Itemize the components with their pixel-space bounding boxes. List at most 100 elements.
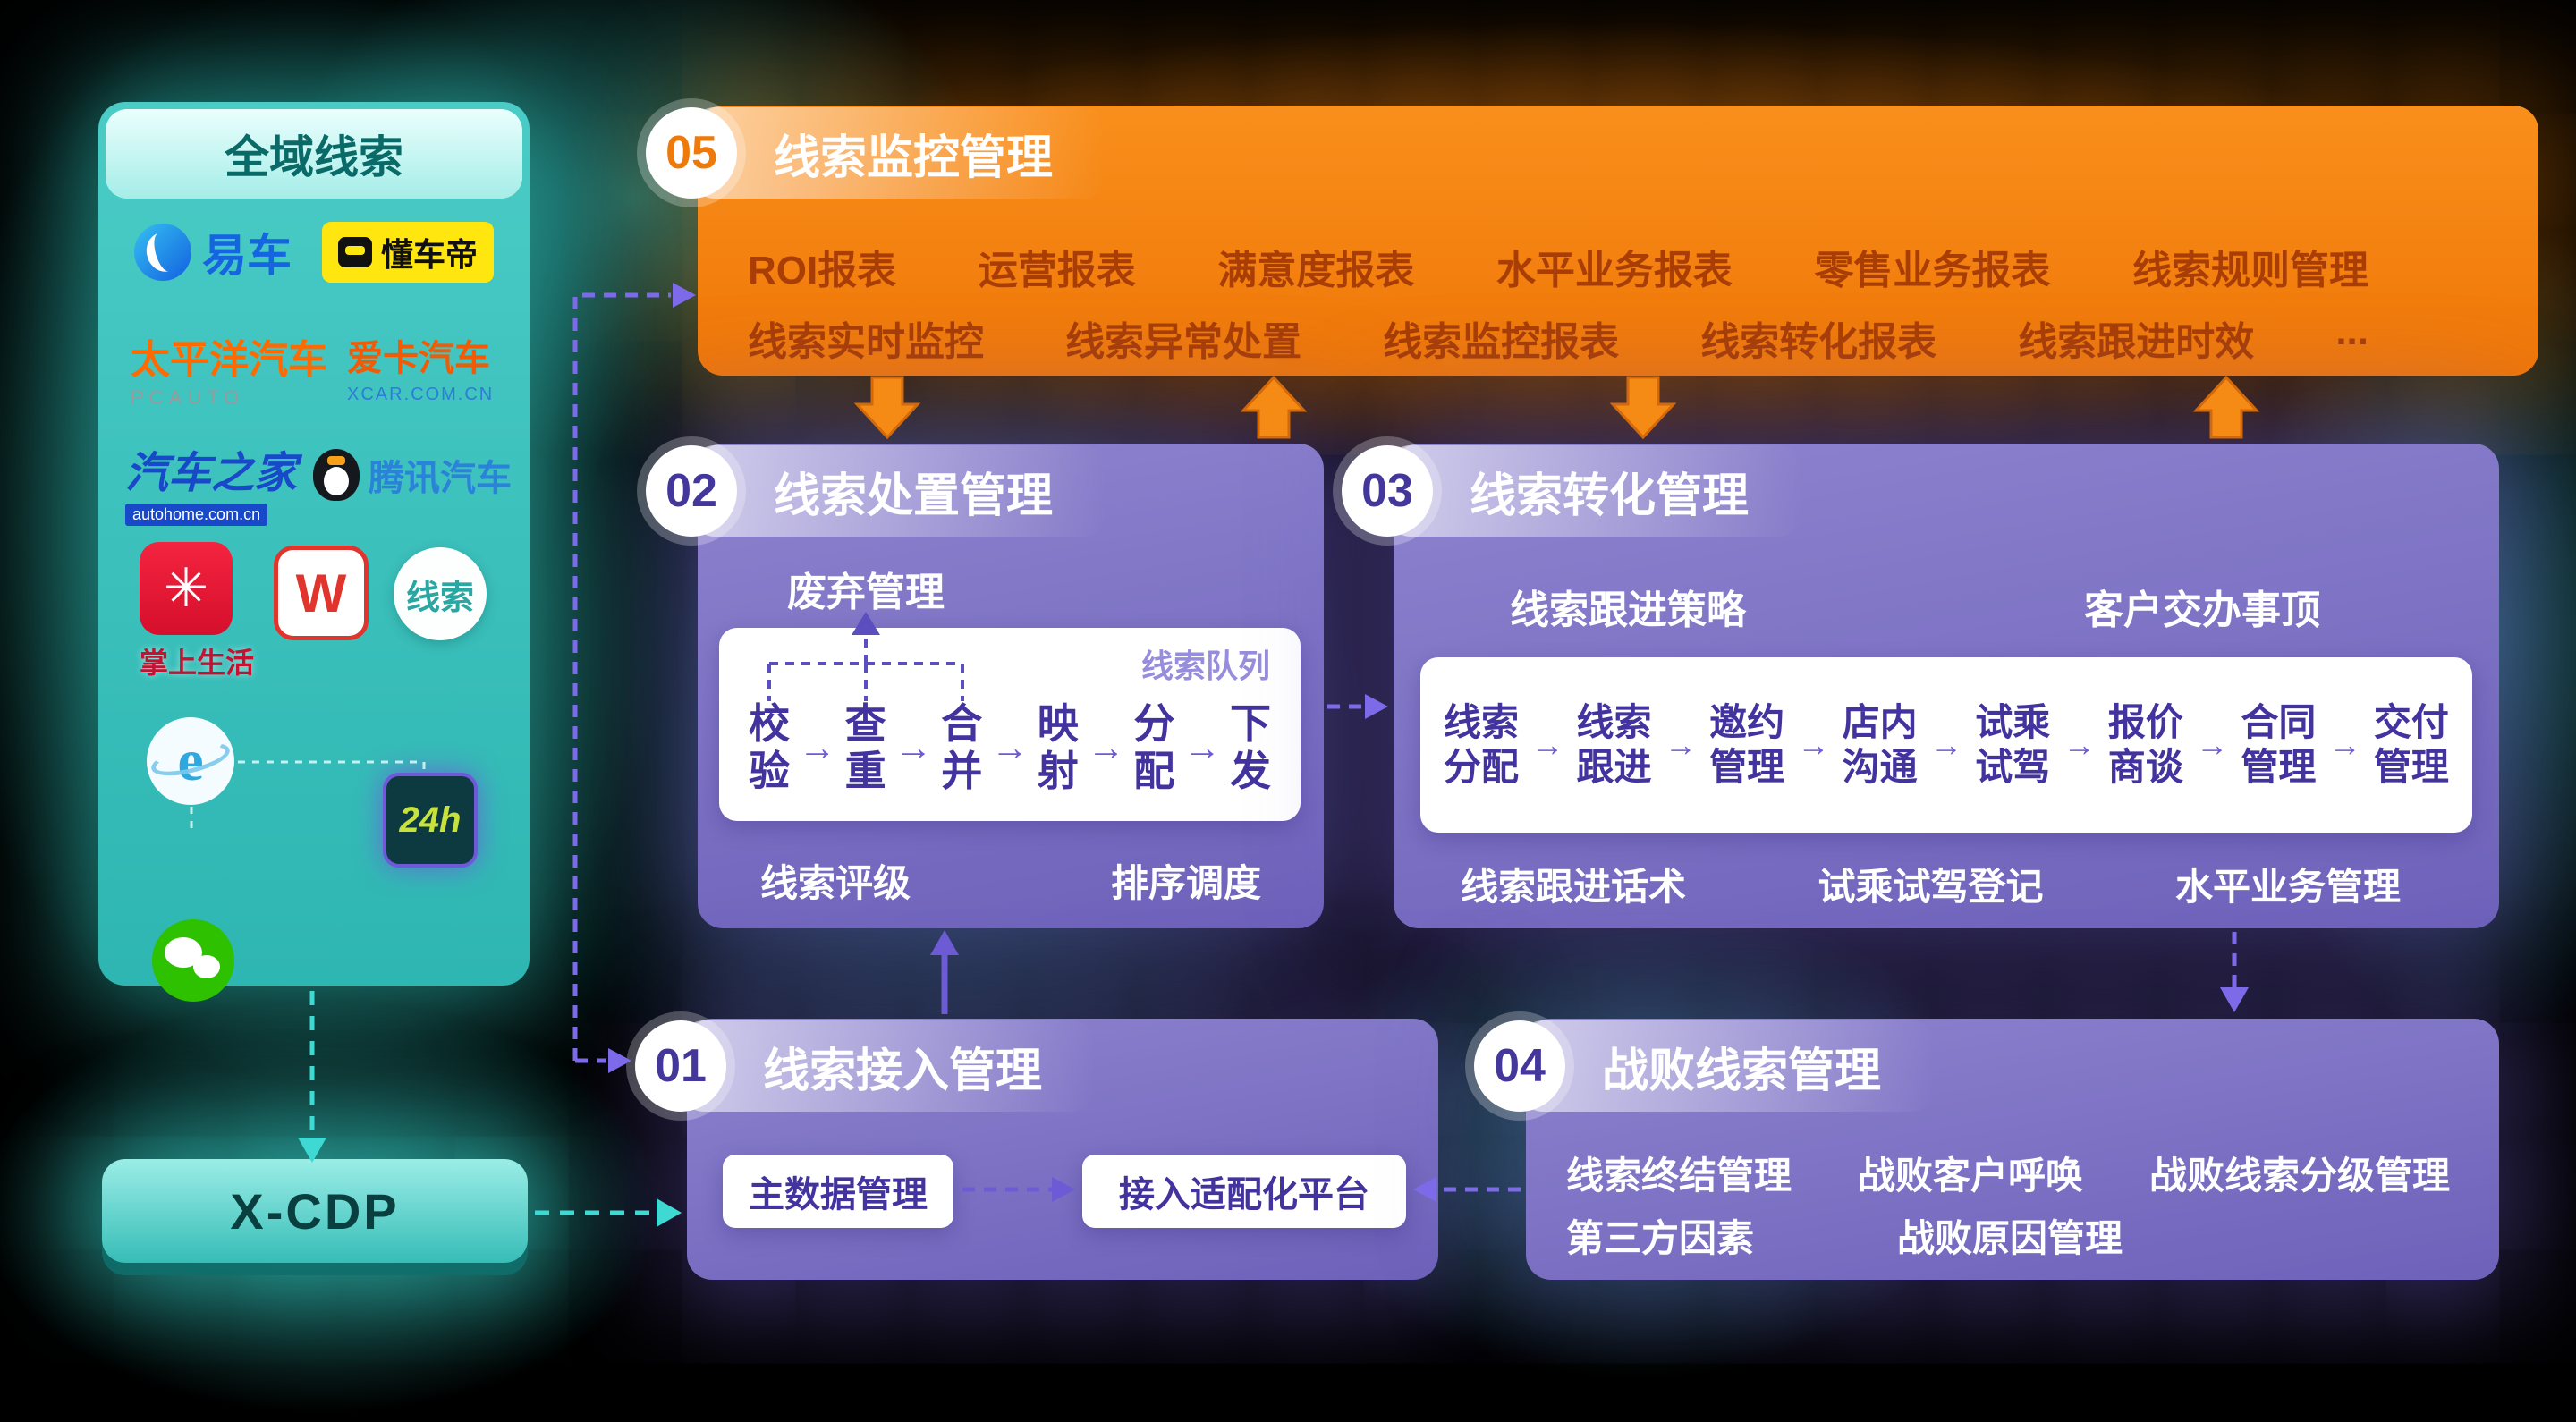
- 24h-hotline-icon: 24h: [383, 773, 478, 868]
- car-icon: [337, 237, 372, 267]
- arrow-right-icon: →: [1531, 726, 1564, 763]
- dispose-bottom-labels: 线索评级 排序调度: [760, 853, 1261, 908]
- arrowhead-right: [608, 1048, 631, 1073]
- connector-access-to-monitor: [572, 292, 671, 1063]
- monitor-item: 线索转化报表: [1700, 320, 1937, 364]
- monitor-item: 满意度报表: [1217, 249, 1415, 292]
- autohome-logo: 汽车之家 autohome.com.cn: [125, 437, 297, 526]
- dongchedi-label: 懂车帝: [380, 236, 478, 273]
- xiansuo-badge: 线索: [394, 547, 487, 640]
- xiansuo-label: 线索: [405, 579, 474, 617]
- autohome-sub: autohome.com.cn: [125, 504, 268, 526]
- access-title: 线索接入管理: [681, 1020, 1097, 1112]
- zhangshang-shenghuo-label: 掌上生活: [140, 647, 255, 679]
- convert-title: 线索转化管理: [1387, 445, 1803, 537]
- arrow-right-icon: →: [1797, 726, 1830, 763]
- arrowhead-down: [2220, 987, 2249, 1012]
- flow-arrow-monitor-to-convert: [1609, 376, 1677, 440]
- monitor-item: 线索规则管理: [2131, 249, 2368, 292]
- monitor-title: 线索监控管理: [691, 107, 1107, 199]
- chat-bubble-icon: [193, 955, 220, 978]
- arrowhead-right: [1365, 694, 1388, 719]
- arrowhead-right: [657, 1198, 682, 1227]
- dispose-flow: 校验 → 查重 → 合并 → 映射 → 分配 → 下发: [746, 687, 1274, 808]
- defeat-box: 04 战败线索管理 线索终结管理 战败客户呼唤 战败线索分级管理 第三方因素 战…: [1474, 1019, 2499, 1280]
- dispose-title: 线索处置管理: [691, 445, 1107, 537]
- monitor-item: 运营报表: [978, 249, 1136, 292]
- discard-management-label: 废弃管理: [787, 571, 945, 614]
- flow-step: 合并: [941, 700, 983, 794]
- ie-browser-icon: e: [147, 717, 234, 805]
- flow-step: 试乘试驾: [1975, 700, 2051, 788]
- dongchedi-logo: 懂车帝: [322, 222, 494, 283]
- flow-step: 邀约管理: [1709, 700, 1785, 788]
- yiche-label: 易车: [202, 231, 292, 281]
- access-number-badge: 01: [635, 1020, 726, 1112]
- xcar-logo: 爱卡汽车 XCAR.COM.CN: [347, 329, 494, 405]
- convert-bottom-label: 试乘试驾登记: [1818, 866, 2044, 908]
- omni-leads-panel: 全域线索 易车 懂车帝 太平洋汽车 PCAUTO 爱卡汽车 XCAR.COM.C…: [98, 102, 530, 1002]
- defeat-title: 战败线索管理: [1520, 1020, 1936, 1112]
- flow-step: 查重: [844, 700, 886, 794]
- convert-header: 03 线索转化管理: [1342, 445, 1803, 537]
- defeat-header: 04 战败线索管理: [1474, 1020, 1936, 1112]
- arrow-right-icon: →: [1664, 726, 1697, 763]
- monitor-row-1: ROI报表 运营报表 满意度报表 水平业务报表 零售业务报表 线索规则管理: [748, 238, 2368, 295]
- convert-top-labels: 线索跟进策略 客户交办事顶: [1510, 578, 2320, 635]
- pcauto-label: 太平洋汽车: [131, 338, 327, 382]
- flow-step: 分配: [1133, 700, 1175, 794]
- monitor-item: 水平业务报表: [1496, 249, 1733, 292]
- arrow-right-icon: →: [1087, 726, 1125, 768]
- yiche-icon: [134, 224, 191, 281]
- convert-flow-panel: 线索分配 → 线索跟进 → 邀约管理 → 店内沟通 → 试乘试驾 → 报价商谈 …: [1420, 657, 2472, 833]
- access-box: 01 线索接入管理 主数据管理 接入适配化平台: [635, 1019, 1438, 1280]
- defeat-row-2: 第三方因素 战败原因管理: [1566, 1208, 2123, 1263]
- monitor-item: 线索实时监控: [748, 320, 984, 364]
- defeat-item: 线索终结管理: [1566, 1155, 1792, 1197]
- monitor-row-2: 线索实时监控 线索异常处置 线索监控报表 线索转化报表 线索跟进时效 ...: [748, 309, 2368, 367]
- convert-flow: 线索分配 → 线索跟进 → 邀约管理 → 店内沟通 → 试乘试驾 → 报价商谈 …: [1442, 657, 2451, 833]
- omni-leads-title: 全域线索: [106, 109, 522, 199]
- zhangshang-shenghuo-logo: ✳ 掌上生活: [140, 542, 255, 681]
- yiche-logo: 易车: [134, 220, 292, 284]
- tencent-auto-logo: 腾讯汽车: [313, 449, 512, 501]
- monitor-item: ROI报表: [748, 249, 897, 292]
- monitor-items: ROI报表 运营报表 满意度报表 水平业务报表 零售业务报表 线索规则管理 线索…: [748, 238, 2368, 367]
- flow-arrow-dispose-to-monitor: [1240, 375, 1308, 439]
- convert-top-label: 线索跟进策略: [1510, 588, 1746, 632]
- arrow-right-icon: →: [894, 726, 933, 768]
- xcar-sub: XCAR.COM.CN: [347, 385, 495, 404]
- monitor-item: 零售业务报表: [1814, 249, 2051, 292]
- flow-step: 校验: [749, 700, 790, 794]
- monitor-item: 线索异常处置: [1065, 320, 1302, 364]
- arrow-right-icon: →: [1183, 726, 1222, 768]
- dispose-bottom-label: 排序调度: [1110, 862, 1261, 904]
- flow-arrow-convert-to-monitor: [2192, 375, 2260, 439]
- flower-icon: ✳: [140, 542, 233, 635]
- arrow-right-icon: →: [2196, 726, 2229, 763]
- 24h-label: 24h: [399, 800, 462, 840]
- penguin-icon: [313, 449, 360, 501]
- flow-step: 交付管理: [2373, 700, 2449, 788]
- w-letter: W: [295, 563, 347, 623]
- convert-top-label: 客户交办事顶: [2084, 588, 2320, 632]
- dispose-box: 02 线索处置管理 废弃管理 线索队列 校验 → 查重 → 合并 → 映射 → …: [646, 444, 1324, 928]
- arrow-right-icon: →: [2063, 726, 2096, 763]
- monitor-item: 线索监控报表: [1383, 320, 1620, 364]
- flow-step: 线索分配: [1443, 700, 1519, 788]
- flow-step: 下发: [1229, 700, 1271, 794]
- tencent-auto-label: 腾讯汽车: [369, 459, 512, 498]
- autohome-label: 汽车之家: [125, 450, 298, 497]
- convert-box: 03 线索转化管理 线索跟进策略 客户交办事顶 线索分配 → 线索跟进 → 邀约…: [1342, 444, 2499, 928]
- monitor-item: ...: [2335, 309, 2368, 353]
- flow-arrow-monitor-to-dispose: [853, 376, 921, 440]
- convert-bottom-label: 线索跟进话术: [1461, 866, 1687, 908]
- xcdp-module: X-CDP: [102, 1159, 528, 1263]
- defeat-item: 战败客户呼唤: [1857, 1155, 2083, 1197]
- pcauto-sub: PCAUTO: [131, 386, 245, 409]
- flow-step: 店内沟通: [1842, 700, 1918, 788]
- master-data-module: 主数据管理: [723, 1155, 953, 1228]
- dispose-bottom-label: 线索评级: [760, 862, 911, 904]
- xcar-label: 爱卡汽车: [347, 339, 490, 378]
